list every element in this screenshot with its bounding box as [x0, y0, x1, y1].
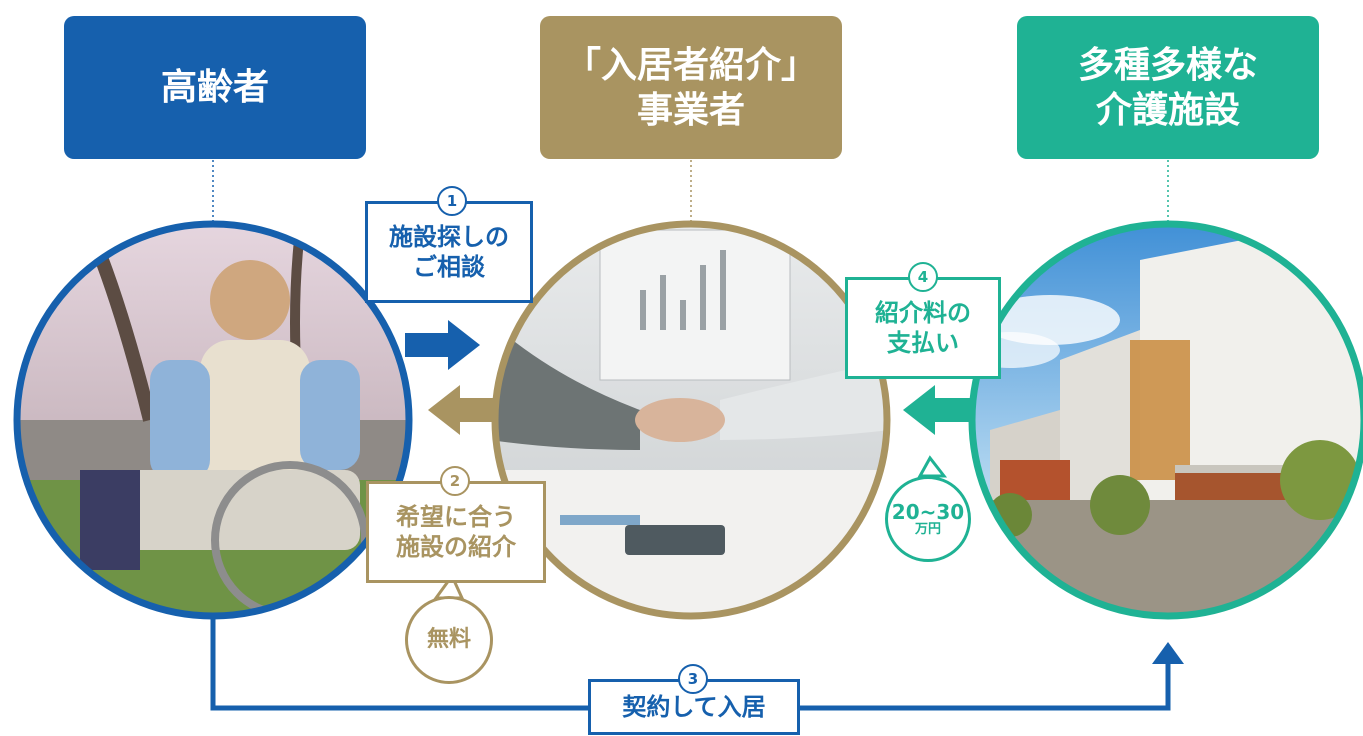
step-introduce-line2: 施設の紹介	[396, 533, 516, 561]
step-introduce: 希望に合う 施設の紹介	[366, 481, 546, 583]
step-contract-label: 契約して入居	[622, 693, 766, 721]
fee-unit: 万円	[914, 521, 941, 537]
arrow-introduce	[428, 385, 498, 435]
step-consult-line1: 施設探しの	[389, 223, 509, 251]
step-number-3: 3	[678, 664, 708, 694]
step-consult: 施設探しの ご相談	[365, 201, 533, 303]
fee-bubble: 20~30 万円	[885, 476, 971, 562]
fee-bubble-tail	[917, 455, 948, 478]
contract-arrowhead	[1152, 642, 1184, 664]
facility-photo	[972, 224, 1363, 616]
step-number-1: 1	[437, 186, 467, 216]
node-agency-line1: 「入居者紹介」	[564, 44, 817, 86]
node-agency: 「入居者紹介」 事業者	[540, 16, 842, 159]
step-number-4: 4	[908, 262, 938, 292]
step-fee-line2: 支払い	[887, 329, 959, 357]
fee-amount: 20~30	[891, 499, 965, 524]
node-agency-line2: 事業者	[636, 89, 745, 131]
node-elderly: 高齢者	[64, 16, 366, 159]
elderly-photo	[17, 224, 409, 616]
step-number-2: 2	[440, 466, 470, 496]
step-contract: 契約して入居	[588, 679, 800, 735]
node-facility-line1: 多種多様な	[1077, 44, 1258, 86]
step-fee-line1: 紹介料の	[875, 299, 971, 327]
free-bubble-text: 無料	[426, 626, 471, 652]
node-facility-line2: 介護施設	[1095, 89, 1240, 131]
arrow-consult	[405, 320, 480, 370]
step-consult-line2: ご相談	[413, 253, 485, 281]
node-elderly-label: 高齢者	[160, 67, 269, 108]
node-facility: 多種多様な 介護施設	[1017, 16, 1319, 159]
free-bubble: 無料	[405, 596, 493, 684]
arrow-fee	[903, 385, 970, 435]
step-introduce-line1: 希望に合う	[396, 503, 516, 531]
facility-circle-border	[968, 220, 1363, 620]
step-fee-payment: 紹介料の 支払い	[845, 277, 1001, 379]
